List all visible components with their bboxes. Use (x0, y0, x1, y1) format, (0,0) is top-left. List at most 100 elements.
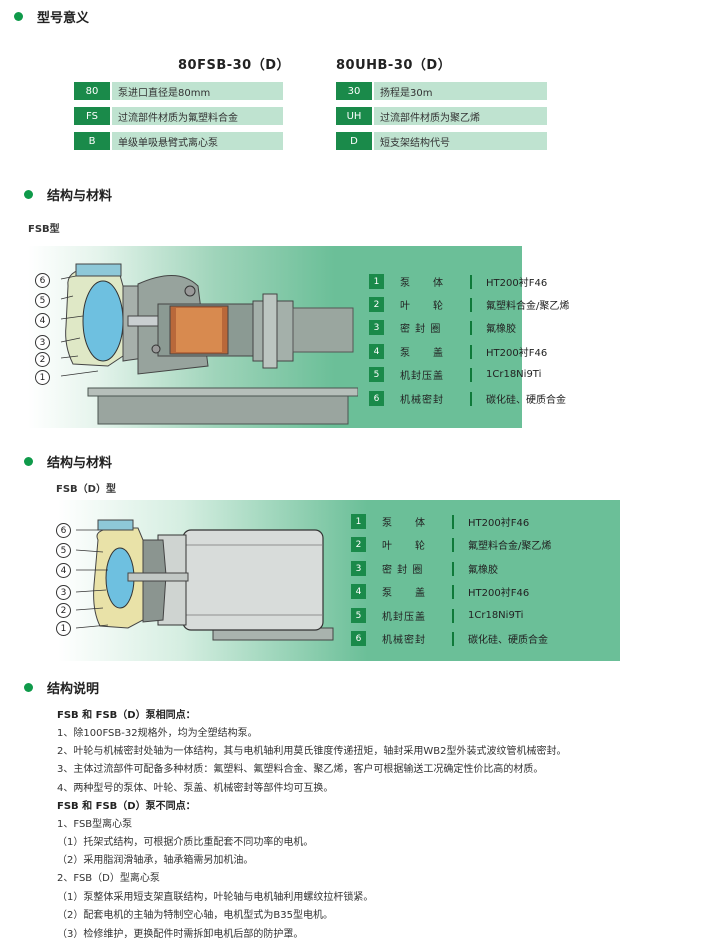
material-row: 4 泵 盖 HT200衬F46 (351, 583, 529, 600)
bullet-dot-icon (24, 457, 33, 466)
callout-marker: 4 (35, 313, 50, 328)
material-number: 6 (369, 391, 384, 406)
description-line: （2）配套电机的主轴为特制空心轴，电机型式为B35型电机。 (57, 910, 333, 921)
model-row: 80 泵进口直径是80mm (74, 82, 283, 100)
material-number: 2 (369, 297, 384, 312)
divider (470, 367, 472, 382)
section-title: 结构说明 (47, 682, 100, 697)
material-row: 6 机械密封 碳化硅、硬质合金 (369, 390, 566, 407)
material-value: 1Cr18Ni9Ti (486, 369, 542, 380)
callout-marker: 3 (35, 335, 50, 350)
description-line: 2、FSB（D）型离心泵 (57, 873, 160, 884)
section-description: 结构说明 (24, 678, 99, 697)
material-part: 机封压盖 (382, 612, 426, 623)
material-value: 氟橡胶 (486, 324, 516, 335)
material-part: 泵 体 (382, 518, 426, 529)
material-row: 1 泵 体 HT200衬F46 (351, 513, 529, 530)
callout-marker: 2 (35, 352, 50, 367)
divider (452, 608, 454, 623)
divider (452, 584, 454, 599)
material-row: 2 叶 轮 氟塑料合金/聚乙烯 (351, 536, 551, 553)
fsb-label: FSB型 (28, 224, 60, 235)
divider (470, 344, 472, 359)
model-desc: 短支架结构代号 (374, 132, 547, 150)
callout-marker: 4 (56, 563, 71, 578)
material-number: 1 (369, 274, 384, 289)
description-line: （1）泵整体采用短支架直联结构，叶轮轴与电机轴利用螺纹拉杆锁紧。 (57, 892, 374, 903)
material-part: 泵 盖 (400, 348, 444, 359)
material-number: 4 (369, 344, 384, 359)
model-code: 30 (336, 82, 372, 100)
model-right-title: 80UHB-30（D） (336, 58, 452, 73)
material-number: 5 (369, 367, 384, 382)
divider (452, 631, 454, 646)
material-part: 叶 轮 (382, 541, 426, 552)
callout-marker: 6 (35, 273, 50, 288)
material-number: 3 (369, 320, 384, 335)
fsbd-pump-illustration (75, 519, 334, 641)
model-code: B (74, 132, 110, 150)
model-left-title: 80FSB-30（D） (178, 58, 291, 73)
material-value: HT200衬F46 (468, 588, 530, 599)
material-row: 6 机械密封 碳化硅、硬质合金 (351, 630, 548, 647)
fsb-pump-illustration (60, 263, 358, 425)
callout-marker: 5 (56, 543, 71, 558)
bullet-dot-icon (14, 12, 23, 21)
model-row: B 单级单吸悬臂式离心泵 (74, 132, 283, 150)
callout-marker: 6 (56, 523, 71, 538)
model-code: UH (336, 107, 372, 125)
material-part: 泵 盖 (382, 588, 426, 599)
bullet-dot-icon (24, 190, 33, 199)
material-row: 4 泵 盖 HT200衬F46 (369, 343, 547, 360)
callout-marker: 3 (56, 585, 71, 600)
divider (470, 274, 472, 289)
callout-marker: 5 (35, 293, 50, 308)
model-desc: 扬程是30m (374, 82, 547, 100)
bullet-dot-icon (24, 683, 33, 692)
description-line: 2、叶轮与机械密封处轴为一体结构，其与电机轴利用莫氏锥度传递扭矩，轴封采用WB2… (57, 746, 567, 757)
model-code: FS (74, 107, 110, 125)
material-number: 6 (351, 631, 366, 646)
material-row: 2 叶 轮 氟塑料合金/聚乙烯 (369, 296, 569, 313)
model-row: 30 扬程是30m (336, 82, 547, 100)
fsbd-label: FSB（D）型 (56, 484, 116, 495)
callout-marker: 1 (35, 370, 50, 385)
description-line: 1、除100FSB-32规格外，均为全塑结构泵。 (57, 728, 258, 739)
material-row: 5 机封压盖 1Cr18Ni9Ti (351, 607, 523, 624)
model-desc: 单级单吸悬臂式离心泵 (112, 132, 283, 150)
material-number: 5 (351, 608, 366, 623)
model-code: 80 (74, 82, 110, 100)
description-line: 1、FSB型离心泵 (57, 819, 133, 830)
model-row: UH 过流部件材质为聚乙烯 (336, 107, 547, 125)
material-value: HT200衬F46 (468, 518, 530, 529)
material-number: 3 (351, 561, 366, 576)
material-part: 叶 轮 (400, 301, 444, 312)
material-part: 机械密封 (382, 635, 426, 646)
section-title: 结构与材料 (47, 189, 113, 204)
description-line: 4、两种型号的泵体、叶轮、泵盖、机械密封等部件均可互换。 (57, 783, 334, 794)
section-title: 型号意义 (37, 11, 90, 26)
material-value: 1Cr18Ni9Ti (468, 610, 524, 621)
description-line: （2）采用脂润滑轴承，轴承箱需另加机油。 (57, 855, 254, 866)
model-row: D 短支架结构代号 (336, 132, 547, 150)
callout-marker: 2 (56, 603, 71, 618)
description-heading: FSB 和 FSB（D）泵不同点： (57, 801, 196, 812)
divider (470, 320, 472, 335)
material-number: 4 (351, 584, 366, 599)
material-row: 5 机封压盖 1Cr18Ni9Ti (369, 366, 541, 383)
material-row: 3 密 封 圈 氟橡胶 (369, 319, 516, 336)
section-structure-fsb: 结构与材料 (24, 185, 112, 204)
material-value: 碳化硅、硬质合金 (468, 635, 548, 646)
callout-marker: 1 (56, 621, 71, 636)
material-value: 氟塑料合金/聚乙烯 (468, 541, 552, 552)
model-desc: 过流部件材质为氟塑料合金 (112, 107, 283, 125)
material-value: 氟塑料合金/聚乙烯 (486, 301, 570, 312)
material-number: 1 (351, 514, 366, 529)
material-row: 1 泵 体 HT200衬F46 (369, 273, 547, 290)
section-structure-fsbd: 结构与材料 (24, 452, 112, 471)
divider (470, 297, 472, 312)
section-title: 结构与材料 (47, 456, 113, 471)
material-row: 3 密 封 圈 氟橡胶 (351, 560, 498, 577)
material-part: 泵 体 (400, 278, 444, 289)
divider (452, 537, 454, 552)
